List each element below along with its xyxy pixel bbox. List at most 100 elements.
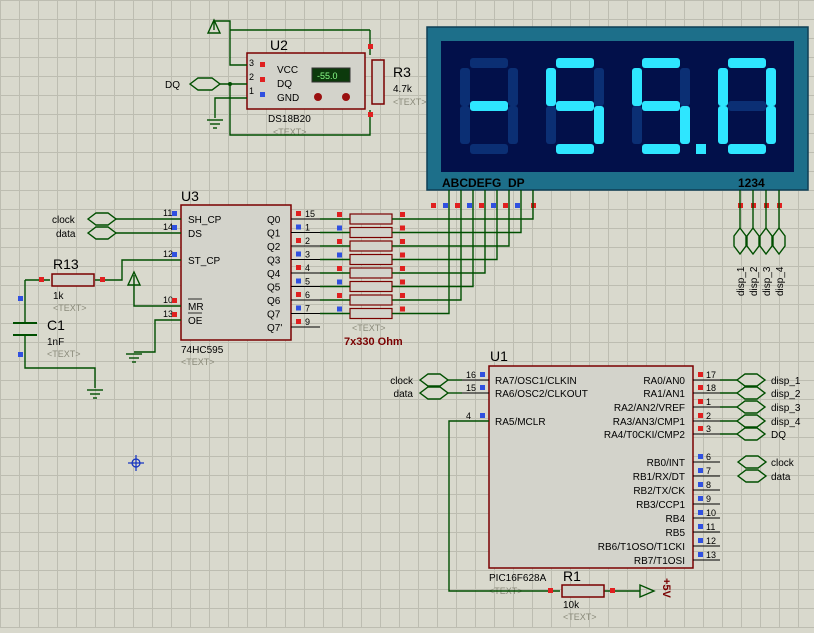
u3-pin-marker <box>296 211 301 216</box>
u3-pin-name: ST_CP <box>188 256 221 267</box>
digit-3-segment-f <box>632 68 642 106</box>
segment-wire <box>392 190 462 301</box>
u3-shift-register[interactable]: U3 74HC595 <TEXT> 11SH_CP14DS12ST_CP10MR… <box>160 188 320 367</box>
display-digits <box>460 58 776 154</box>
u1-rb-terminal-data[interactable] <box>736 469 768 483</box>
array-resistor <box>349 240 393 252</box>
array-pin-marker <box>337 279 342 285</box>
digit-2-segment-f <box>546 68 556 106</box>
digit-terminal-label: disp_4 <box>775 266 786 296</box>
u3-text: <TEXT> <box>181 357 215 367</box>
digit-terminal-2[interactable] <box>746 226 760 256</box>
u1-rb-terminal-clock-label: clock <box>771 458 795 469</box>
segment-wire <box>392 190 534 220</box>
u3-pin-name: Q5 <box>267 283 281 294</box>
digit-1-segment-g <box>470 101 508 111</box>
display-segment-pin <box>467 203 472 208</box>
u1-rb-terminal-clock[interactable] <box>736 455 768 469</box>
u1-pin-marker <box>698 385 703 390</box>
u1-right-terminal-disp_4[interactable] <box>735 414 767 428</box>
u1-pin-marker <box>480 385 485 390</box>
u1-left-terminal-clock[interactable] <box>418 373 450 387</box>
r3-resistor[interactable]: R3 4.7k <TEXT> <box>368 44 427 117</box>
u1-left-terminal-data[interactable] <box>418 386 450 400</box>
u3-pin-marker <box>172 252 177 257</box>
u1-pin-number: 15 <box>466 383 476 393</box>
u2-ref: U2 <box>270 37 288 53</box>
display-pins <box>431 203 536 208</box>
u1-right-terminal-disp_3[interactable] <box>735 400 767 414</box>
u2-pin-3-num: 3 <box>249 58 254 68</box>
u3-data-terminal[interactable]: data <box>56 226 118 240</box>
u2-text: <TEXT> <box>273 127 307 137</box>
resistor-array[interactable] <box>337 212 405 320</box>
segment-wire <box>392 190 510 247</box>
array-resistor <box>349 280 393 293</box>
digit-3-segment-e <box>632 106 642 144</box>
u1-pin-marker <box>698 510 703 515</box>
u1-pin-marker <box>698 496 703 501</box>
u1-pin-name: RA4/T0CKI/CMP2 <box>604 430 686 441</box>
seven-segment-display[interactable]: ABCDEFG DP 1234 <box>426 26 809 191</box>
u1-right-terminal-disp_2[interactable] <box>735 386 767 400</box>
r13-text: <TEXT> <box>53 303 87 313</box>
u1-microcontroller[interactable]: U1 PIC16F628A <TEXT> 16RA7/OSC1/CLKIN15R… <box>462 348 720 596</box>
dq-terminal[interactable]: DQ <box>165 77 222 91</box>
u1-right-terminal-disp_1[interactable] <box>735 373 767 387</box>
digit-terminal-1[interactable] <box>733 226 747 256</box>
digit-terminal-4[interactable] <box>772 226 786 256</box>
array-pin-marker <box>337 225 342 231</box>
u3-pin-name: MR <box>188 302 204 313</box>
u2-pin-vcc-name: VCC <box>277 65 298 76</box>
u3-pin-marker <box>296 251 301 257</box>
u1-pin-marker <box>480 413 485 418</box>
digit-terminal-3[interactable] <box>759 226 773 256</box>
u1-right-terminal-dq[interactable] <box>735 427 767 441</box>
u3-pin-marker <box>296 305 301 311</box>
r1-resistor[interactable]: R1 10k <TEXT> <box>548 568 615 622</box>
u3-clock-terminal[interactable]: clock <box>52 212 118 226</box>
c1-capacitor[interactable]: C1 1nF <TEXT> <box>13 296 81 359</box>
u1-pin-marker <box>698 538 703 543</box>
u1-pin-number: 18 <box>706 383 716 393</box>
display-segment-pin <box>455 203 460 208</box>
u3-pin-marker <box>296 292 301 297</box>
u1-pin-name: RB4 <box>666 514 686 525</box>
u1-pin-name: RA3/AN3/CMP1 <box>613 417 686 428</box>
array-resistor <box>349 307 393 320</box>
u2-button-up[interactable] <box>342 93 350 101</box>
u3-pin-number: 9 <box>305 317 310 327</box>
u3-pin-number: 15 <box>305 209 315 219</box>
u3-pin-name: Q1 <box>267 229 281 240</box>
u1-pin-number: 8 <box>706 480 711 490</box>
u3-pin-marker <box>296 238 301 243</box>
u3-pin-marker <box>296 319 301 324</box>
u2-button-down[interactable] <box>314 93 322 101</box>
display-segment-pin <box>443 203 448 208</box>
digit-1-segment-e <box>460 106 470 144</box>
u1-pin-number: 9 <box>706 494 711 504</box>
u1-right-terminal-disp_1-label: disp_1 <box>771 376 801 387</box>
digit-1-segment-c <box>508 106 518 144</box>
segment-labels: ABCDEFG DP <box>442 176 525 190</box>
ds18b20-sensor[interactable]: U2 VCC DQ GND 3 2 1 -55.0 DS18B20 <TEXT> <box>246 37 366 137</box>
r13-resistor[interactable]: R13 1k <TEXT> <box>39 256 105 313</box>
digit-4-segment-c <box>766 106 776 144</box>
u3-pin-number: 13 <box>163 309 173 319</box>
u2-pin-gnd-name: GND <box>277 93 299 104</box>
array-resistor <box>349 267 393 279</box>
r1-text: <TEXT> <box>563 612 597 622</box>
u3-pin-name: Q3 <box>267 256 281 267</box>
u1-pin-number: 2 <box>706 411 711 421</box>
u3-pin-number: 12 <box>163 249 173 259</box>
u1-right-terminal-disp_3-label: disp_3 <box>771 403 801 414</box>
u1-ref: U1 <box>490 348 508 364</box>
u3-pin-marker <box>172 225 177 230</box>
digit-1-segment-b <box>508 68 518 106</box>
